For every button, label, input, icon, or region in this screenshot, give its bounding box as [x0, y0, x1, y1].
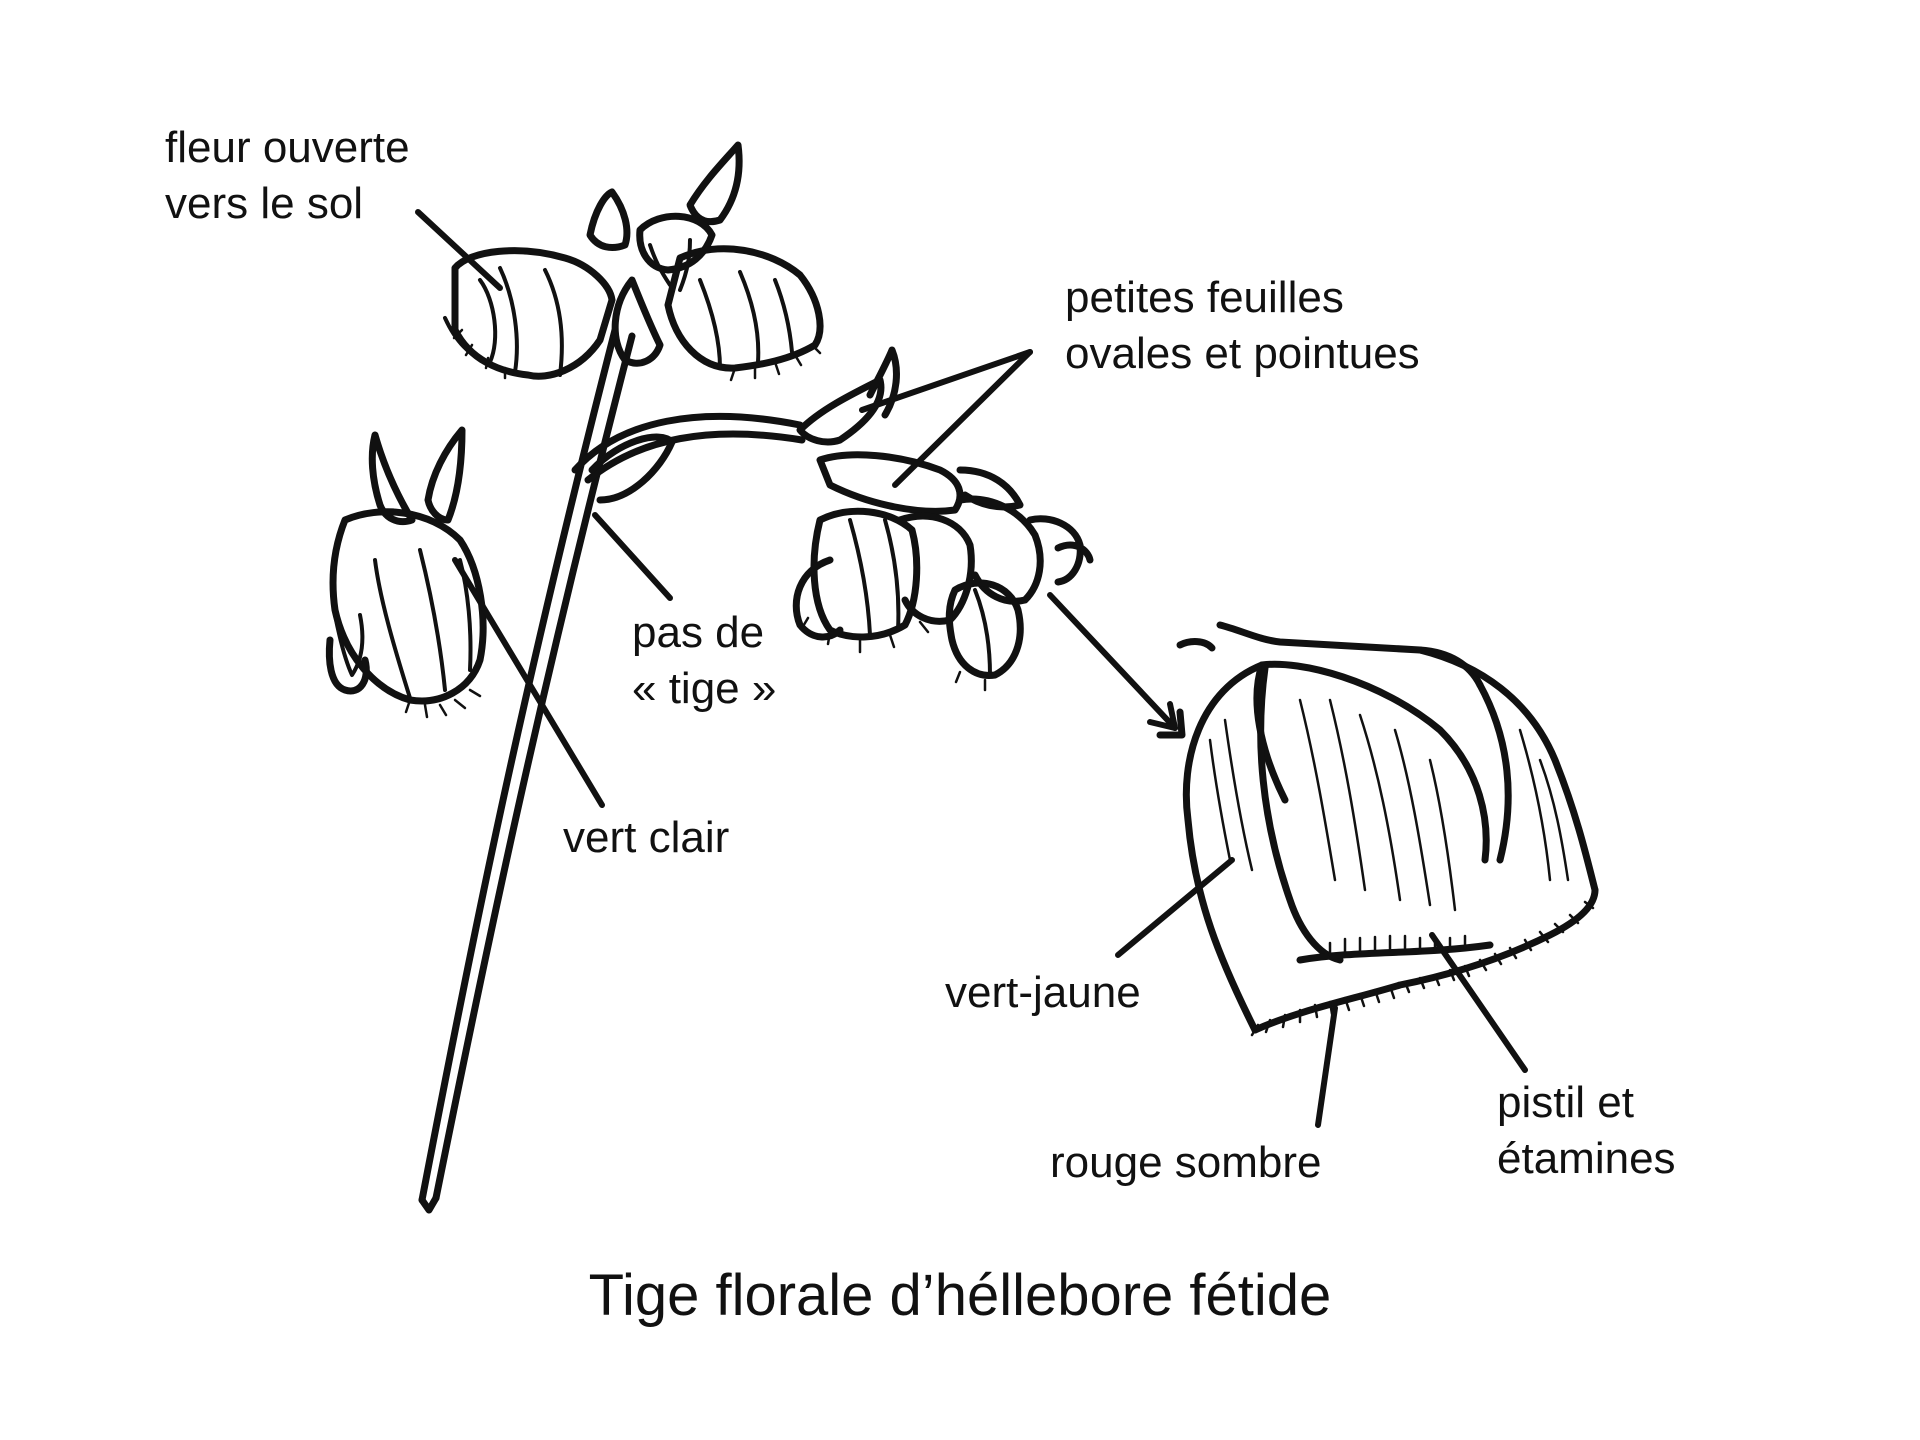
label-fleur-ouverte-line1: fleur ouverte [165, 123, 410, 172]
label-fleur-ouverte: fleur ouverte vers le sol [165, 120, 410, 232]
leader-feuilles-2 [892, 349, 1033, 488]
label-fleur-ouverte-line2: vers le sol [165, 179, 364, 228]
leader-pas-de-tige [592, 512, 673, 601]
label-pas-de-tige-line2: « tige » [632, 664, 777, 713]
label-rouge-sombre: rouge sombre [1050, 1138, 1322, 1187]
branch-stem [571, 413, 806, 504]
label-petites-feuilles-line2: ovales et pointues [1065, 329, 1420, 378]
leader-rouge-sombre [1315, 1005, 1338, 1128]
leader-feuilles-1 [859, 349, 1033, 413]
enlarged-flower [1176, 621, 1599, 1037]
main-stem [418, 326, 636, 1214]
leader-pistil [1429, 932, 1528, 1073]
branch-flower-cluster [792, 346, 1094, 692]
label-petites-feuilles: petites feuilles ovales et pointues [1065, 270, 1420, 382]
diagram-title: Tige florale d’héllebore fétide [588, 1263, 1332, 1328]
label-pistil: pistil et étamines [1497, 1075, 1676, 1187]
left-flower-cluster [325, 426, 487, 719]
leader-vert-jaune [1115, 857, 1235, 958]
label-vert-jaune: vert-jaune [945, 968, 1141, 1017]
label-pas-de-tige-line1: pas de [632, 608, 765, 657]
label-pas-de-tige: pas de « tige » [632, 605, 776, 717]
label-pistil-line1: pistil et [1497, 1078, 1634, 1127]
leader-fleur-ouverte [415, 209, 503, 291]
label-petites-feuilles-line1: petites feuilles [1065, 273, 1344, 322]
leader-lines [415, 209, 1528, 1128]
top-flower-cluster [443, 141, 824, 382]
label-vert-clair: vert clair [563, 813, 730, 862]
zoom-arrow [1047, 592, 1186, 739]
leader-vert-clair [452, 557, 605, 808]
label-pistil-line2: étamines [1497, 1134, 1676, 1183]
